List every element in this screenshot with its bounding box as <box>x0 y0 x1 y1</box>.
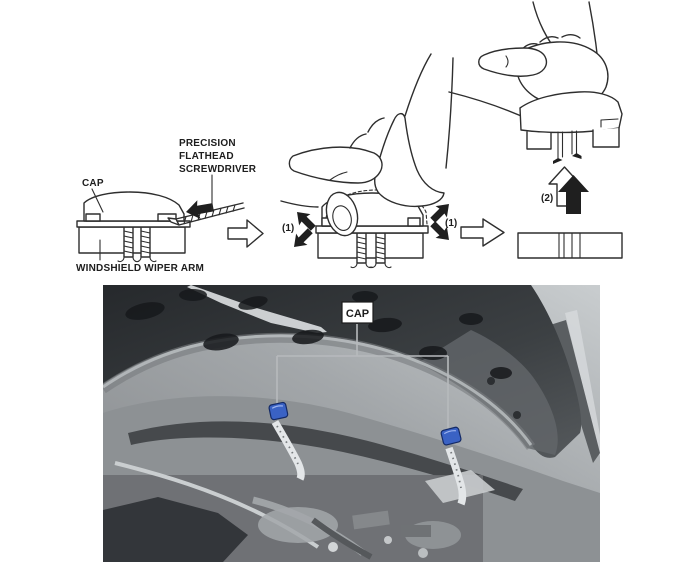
forearm-lines <box>404 53 454 169</box>
blue-cap-left <box>268 401 289 421</box>
cap-dome <box>519 91 623 134</box>
hood-dimples <box>125 289 512 379</box>
manifold <box>258 507 338 543</box>
index-finger <box>288 146 383 184</box>
thumb-nail <box>332 205 352 231</box>
wiggle-arrow-up-left-icon <box>291 206 319 234</box>
hand-back <box>373 113 445 208</box>
cap-clip-left <box>85 213 101 222</box>
cap-callout-label: CAP <box>346 308 369 320</box>
step1-pry-cap: CAP PRECISION FLATHEAD SCREWDRIVER WINDS… <box>76 138 257 274</box>
screwdriver-label-line1: PRECISION <box>179 138 236 149</box>
hood-inner-frame <box>418 330 558 455</box>
engine-cover <box>103 497 248 562</box>
cap-label: CAP <box>82 178 104 189</box>
cap-callout-box: CAP <box>341 301 374 324</box>
left-cap-assembly <box>268 401 305 481</box>
cap-clip-left <box>526 131 552 150</box>
cap-clip-right <box>592 127 620 148</box>
coil-pin <box>134 226 157 263</box>
curled-finger-lines <box>349 117 385 149</box>
cap-clip-right <box>157 213 177 222</box>
pin-hooks <box>553 153 582 164</box>
thumb <box>325 191 359 237</box>
step-marker-right: (1) <box>445 218 457 229</box>
bolt <box>384 536 392 544</box>
knuckle-fold-line <box>329 171 348 181</box>
hood-underside <box>103 285 582 458</box>
finger-nail <box>505 55 509 68</box>
cowl-grille-band <box>128 421 523 501</box>
cap-callout-leaders <box>276 324 449 430</box>
next-step-arrow-icon <box>227 219 264 248</box>
cap-leader-line <box>91 188 104 213</box>
step-marker-left: (1) <box>282 223 294 234</box>
hood-reflection <box>187 285 327 333</box>
cap-location-photo: CAP <box>103 285 600 562</box>
cap-pins <box>557 130 578 159</box>
screwdriver-label-line3: SCREWDRIVER <box>179 164 257 175</box>
step3-lift-cap: (2) <box>448 1 623 259</box>
cap-clip-right <box>407 217 421 227</box>
press-direction-arrow-icon <box>184 197 215 222</box>
blue-cap-right <box>440 426 462 446</box>
hand-pressing <box>280 53 454 237</box>
bare-wiper-arm <box>517 232 623 259</box>
removal-steps-diagram: CAP PRECISION FLATHEAD SCREWDRIVER WINDS… <box>76 1 623 274</box>
lift-arrow-icon <box>548 166 589 214</box>
index-finger <box>478 47 548 77</box>
lower-finger-line <box>280 200 319 208</box>
engine-bay <box>103 461 495 562</box>
bolt <box>418 548 428 558</box>
next-step-arrow-icon <box>460 218 505 247</box>
wiper-arm-block <box>317 232 424 259</box>
right-cap-assembly <box>440 426 467 506</box>
screwdriver-label-line2: FLATHEAD <box>179 151 234 162</box>
step-marker: (2) <box>541 193 553 204</box>
step2-rock-cap: (1) (1) <box>280 53 457 269</box>
bolt <box>328 542 338 552</box>
wiper-arm-label: WINDSHIELD WIPER ARM <box>76 263 204 274</box>
removed-cap <box>519 91 623 164</box>
